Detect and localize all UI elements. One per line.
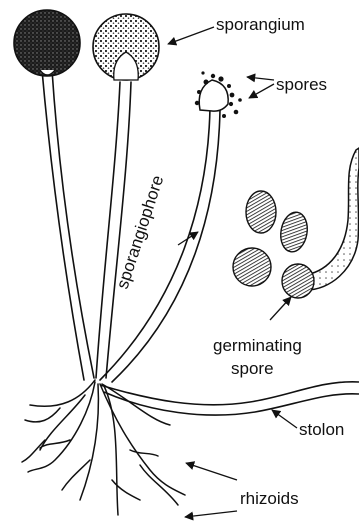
label-spores: spores [247, 75, 327, 98]
germ-tube [306, 148, 359, 290]
sporangiophore-right [100, 108, 210, 380]
columella-released [199, 80, 228, 111]
svg-text:sporangium: sporangium [216, 15, 305, 34]
sporangiophore-middle [96, 82, 120, 378]
label-germinating-spore: germinating spore [213, 297, 302, 378]
svg-text:rhizoids: rhizoids [240, 489, 299, 508]
sporangium-dark [14, 10, 80, 76]
label-stolon: stolon [272, 410, 344, 439]
spore-2 [278, 210, 311, 254]
svg-text:spores: spores [276, 75, 327, 94]
svg-text:stolon: stolon [299, 420, 344, 439]
svg-text:sporangiophore: sporangiophore [113, 173, 168, 291]
spore-1 [246, 191, 276, 233]
stolon [100, 382, 359, 415]
sporangiophore-left [42, 70, 84, 380]
spore-3 [233, 248, 271, 286]
svg-text:spore: spore [231, 359, 274, 378]
svg-text:germinating: germinating [213, 336, 302, 355]
label-sporangiophore: sporangiophore [113, 173, 198, 291]
germinating-spore [282, 264, 314, 298]
label-sporangium: sporangium [168, 15, 305, 44]
label-rhizoids: rhizoids [185, 463, 299, 517]
